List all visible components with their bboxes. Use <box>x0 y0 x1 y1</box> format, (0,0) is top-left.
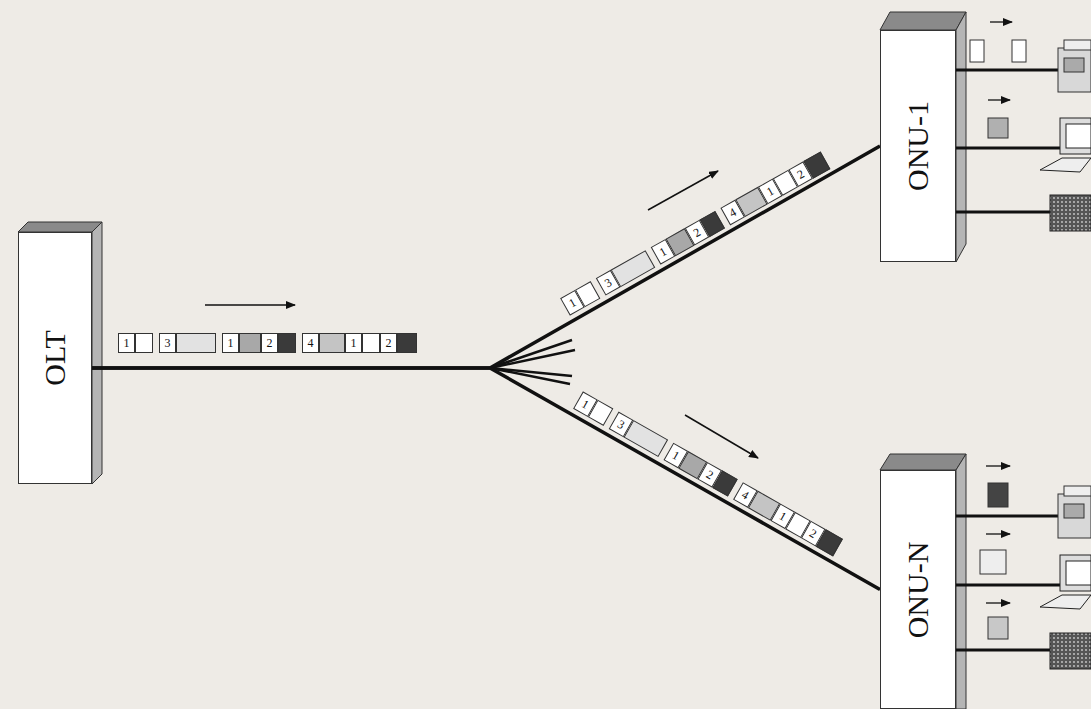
drop-wire <box>956 147 1060 150</box>
small-arrow <box>986 465 1010 466</box>
fax-icon <box>1058 40 1091 92</box>
packet-number: 3 <box>159 333 176 353</box>
drop-wire <box>956 515 1060 518</box>
box-top <box>880 12 966 30</box>
drop-wire <box>956 211 1050 214</box>
packet <box>988 617 1008 639</box>
fiber-line <box>92 368 880 590</box>
packet <box>988 483 1008 507</box>
packet-payload <box>362 333 380 353</box>
packet-payload <box>397 333 417 353</box>
packet-number: 1 <box>118 333 135 353</box>
packet-payload <box>278 333 296 353</box>
packet-payload <box>135 333 153 353</box>
drop-wire <box>956 69 1060 72</box>
screen <box>1066 561 1091 585</box>
computer-icon <box>1040 118 1091 172</box>
olt-box: OLT <box>18 232 92 484</box>
terminal-icon <box>1050 633 1091 669</box>
packet-payload <box>319 333 345 353</box>
fax-icon <box>1058 486 1091 538</box>
direction-arrow <box>685 415 758 458</box>
packet-stream: 1312412 <box>573 391 843 556</box>
fiber-line <box>92 146 880 368</box>
box-top <box>880 454 966 470</box>
packet-stream: 1312412 <box>560 152 830 316</box>
direction-arrow <box>648 171 718 210</box>
keyboard <box>1040 158 1091 172</box>
drop-wires <box>956 70 1060 650</box>
box-side <box>956 12 966 262</box>
packet-number: 1 <box>222 333 239 353</box>
box-side <box>956 454 966 709</box>
box-top <box>18 222 102 232</box>
packet-number: 1 <box>345 333 362 353</box>
packet <box>1012 40 1026 62</box>
packet <box>980 550 1006 574</box>
direction-arrow <box>205 304 295 306</box>
small-arrows <box>986 22 1012 603</box>
packet-number: 4 <box>302 333 319 353</box>
fax-body <box>1058 494 1091 538</box>
packet <box>988 118 1008 138</box>
screen <box>1066 124 1091 148</box>
monitor <box>1060 118 1091 154</box>
onu-box: ONU-N <box>880 470 956 709</box>
box-side <box>92 222 102 484</box>
onu-box: ONU-1 <box>880 30 956 262</box>
keyboard <box>1040 595 1091 609</box>
small-arrow <box>986 602 1010 603</box>
packet-payload <box>176 333 216 353</box>
small-arrow <box>988 99 1010 100</box>
fax-keys <box>1064 58 1084 72</box>
fax-body <box>1058 48 1091 92</box>
packet-stream: 1312412 <box>118 333 417 353</box>
packet-payload <box>239 333 261 353</box>
fax-keys <box>1064 504 1084 518</box>
node-label: ONU-1 <box>901 101 935 191</box>
small-arrow <box>990 21 1012 22</box>
small-arrow <box>986 533 1010 534</box>
drop-packets <box>970 40 1026 639</box>
node-label: OLT <box>38 330 72 386</box>
drop-wire <box>956 584 1060 587</box>
computer-icon <box>1040 555 1091 609</box>
terminal-icon <box>1050 195 1091 231</box>
packet-number: 2 <box>261 333 278 353</box>
monitor <box>1060 555 1091 591</box>
drop-wire <box>956 649 1050 652</box>
fax-paper <box>1064 486 1091 496</box>
fax-paper <box>1064 40 1091 50</box>
packet <box>970 40 984 62</box>
packet-number: 2 <box>380 333 397 353</box>
node-label: ONU-N <box>901 541 935 638</box>
